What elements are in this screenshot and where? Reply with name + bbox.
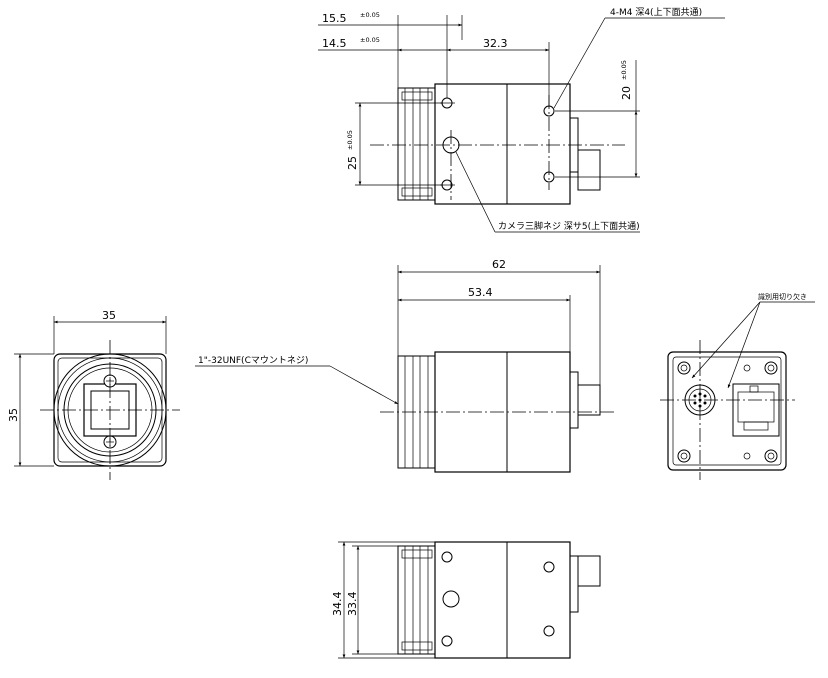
top-connector [577,149,601,191]
dim-34-4: 34.4 [331,592,344,617]
dim-35-height: 35 [7,408,20,422]
rear-housing [667,351,787,471]
phillips-screw-icon [677,361,691,375]
phillips-screw-icon [677,449,691,463]
top-mount-ring [397,87,436,201]
side-connector [577,384,601,416]
rear-view: 識別用切り欠き [660,292,815,480]
bottom-mount-ring [397,545,436,655]
dim-32-3: 32.3 [483,37,508,50]
rj45-port-icon [732,383,780,437]
phillips-screw-icon [764,449,778,463]
dim-33-4: 33.4 [346,592,359,617]
front-view: 35 35 [7,309,180,480]
note-m4: 4-M4 深4(上下面共通) [610,7,702,18]
dim-14-5-tol: ±0.05 [360,36,380,44]
dim-62: 62 [492,258,506,271]
bottom-body [434,541,571,659]
dim-14-5: 14.5 [322,37,347,50]
top-body [434,83,571,205]
dim-35-width: 35 [102,309,116,322]
bottom-connector [577,555,601,587]
dim-25: 25 [346,156,359,170]
dim-20-tol: ±0.05 [620,60,628,80]
note-tripod: カメラ三脚ネジ 深サ5(上下面共通) [498,221,640,232]
dim-15-5: 15.5 [322,12,347,25]
note-cutout: 識別用切り欠き [758,292,807,301]
bottom-view: 34.4 33.4 [331,541,601,659]
dim-25-tol: ±0.05 [346,130,354,150]
phillips-screw-icon [764,361,778,375]
dim-53-4: 53.4 [468,286,493,299]
note-mount: 1"-32UNF(Cマウントネジ) [198,355,308,366]
dim-15-5-tol: ±0.05 [360,11,380,19]
dim-20: 20 [620,86,633,100]
side-view: 62 53.4 1"-32UNF(Cマウントネジ) [195,258,615,473]
top-view: 15.5 ±0.05 14.5 ±0.05 32.3 20 ±0.05 25 ±… [318,7,725,233]
